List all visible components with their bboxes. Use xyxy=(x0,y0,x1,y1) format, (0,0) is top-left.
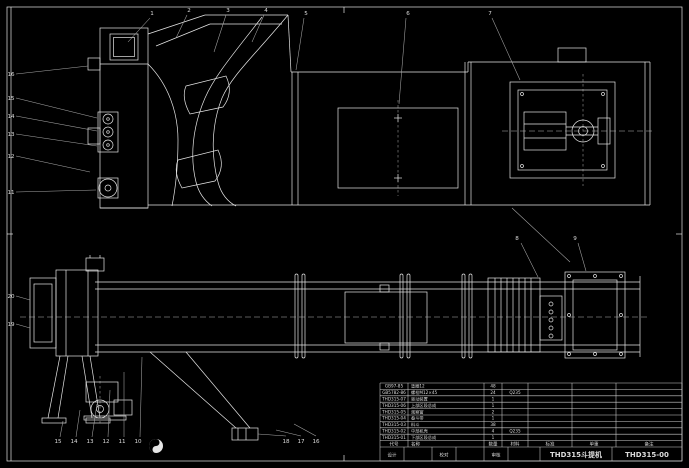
bom-cell: THD315-03 xyxy=(381,422,406,427)
callout-number: 13 xyxy=(86,439,94,445)
discharge-funnel xyxy=(149,351,259,441)
callout-number: 18 xyxy=(282,439,290,445)
bom-header-cell: 名称 xyxy=(411,440,420,447)
section-leader xyxy=(511,207,571,263)
bom-header-cell: 标准 xyxy=(546,440,555,447)
bom-cell: THD315-04 xyxy=(381,416,406,421)
bom-cell: Q235 xyxy=(509,390,521,395)
drawing-title: THD315斗提机 xyxy=(550,450,602,459)
callout-number: 7 xyxy=(488,11,492,17)
top-vent-box xyxy=(557,47,587,63)
bom-cell: 1 xyxy=(492,416,495,421)
top-view xyxy=(87,14,651,263)
callout-number: 10 xyxy=(134,439,142,445)
bom-cell: 2 xyxy=(492,409,495,414)
boot-assembly xyxy=(29,255,133,424)
callout-number: 12 xyxy=(7,154,14,160)
bom-cell: 驱动装置 xyxy=(411,396,428,403)
title-block: 设计 校对 审核 THD315斗提机 THD315-00 xyxy=(388,450,669,459)
bom-header-cell: 备注 xyxy=(645,440,654,447)
bom-cell: 垫圈12 xyxy=(411,383,425,390)
bom-cell: THD315-07 xyxy=(381,397,406,402)
bom-cell: 4 xyxy=(492,429,495,434)
bom-cell: 观察窗 xyxy=(411,408,424,415)
callout-number: 12 xyxy=(102,439,109,445)
callout-number: 2 xyxy=(187,8,191,14)
bottom-view-centerlines xyxy=(20,316,650,424)
bom-cell: 畚斗带 xyxy=(411,415,424,422)
callout-number: 11 xyxy=(7,190,15,196)
bom-table xyxy=(379,382,683,462)
border-frame xyxy=(6,6,683,462)
bom-cell: THD315-05 xyxy=(381,409,406,414)
bom-cell: GB5782-86 xyxy=(382,390,406,395)
logo-swirl xyxy=(149,439,163,453)
designer-label: 设计 xyxy=(388,452,397,459)
bucket-profile xyxy=(175,149,222,189)
bom-header-cell: 数量 xyxy=(489,440,498,447)
callout-number: 3 xyxy=(226,8,230,14)
bom-cell: THD315-01 xyxy=(381,435,406,440)
bom-cell: 1 xyxy=(492,397,495,402)
discharge-chute xyxy=(147,14,292,207)
callout-number: 9 xyxy=(573,236,577,242)
callout-number: 11 xyxy=(118,439,126,445)
callout-number: 16 xyxy=(312,439,320,445)
callout-number: 15 xyxy=(7,96,15,102)
callout-numbers: 1 2 3 4 5 6 7 16 15 14 13 12 11 20 19 15… xyxy=(7,8,577,445)
callout-number: 5 xyxy=(304,11,308,17)
bom-cell: THD315-02 xyxy=(381,429,406,434)
trough xyxy=(95,273,641,359)
drive-unit xyxy=(509,81,616,179)
callout-number: 14 xyxy=(7,114,15,120)
callout-leaders xyxy=(15,14,587,438)
callout-number: 17 xyxy=(297,439,305,445)
callout-number: 20 xyxy=(7,294,15,300)
bom-header-cell: 单重 xyxy=(590,440,599,447)
bom-cell: GB97-85 xyxy=(385,384,404,389)
callout-number: 16 xyxy=(7,72,15,78)
auditor-label: 审核 xyxy=(492,452,501,459)
bom-cell: 1 xyxy=(492,435,495,440)
callout-number: 1 xyxy=(150,11,154,17)
drive-assembly-plan xyxy=(487,271,626,359)
drawing-number: THD315-00 xyxy=(625,451,669,459)
inspection-hatch xyxy=(344,291,428,344)
callout-number: 14 xyxy=(70,439,78,445)
bom-cell: 24 xyxy=(490,390,496,395)
bom-cell: 38 xyxy=(490,422,496,427)
bom-cell: 上部区段总成 xyxy=(411,402,436,409)
bom-cell: Q235 xyxy=(509,429,521,434)
bom-header-cell: 代号 xyxy=(390,440,399,447)
bucket-profile xyxy=(183,75,230,115)
callout-number: 15 xyxy=(54,439,62,445)
bom-cell: 料斗 xyxy=(411,421,419,428)
callout-number: 4 xyxy=(264,8,268,14)
bom-cell: 下部区段总成 xyxy=(411,434,436,441)
callout-number: 6 xyxy=(406,11,410,17)
top-view-centerlines xyxy=(397,74,652,196)
elevator-head xyxy=(87,27,149,209)
casing xyxy=(148,47,651,206)
bom-cell: THD315-06 xyxy=(381,403,406,408)
boot-motor xyxy=(85,381,119,403)
callout-number: 19 xyxy=(7,322,15,328)
bom-header-cell: 材料 xyxy=(511,440,520,447)
callout-number: 13 xyxy=(7,132,15,138)
bom-cell: 螺栓M12×45 xyxy=(411,389,437,396)
callout-number: 8 xyxy=(515,236,519,242)
bom-cell: 48 xyxy=(490,384,496,389)
bom-cell: 中部机壳 xyxy=(411,428,429,435)
bom-cell: 1 xyxy=(492,403,495,408)
end-flange xyxy=(564,271,626,359)
checker-label: 校对 xyxy=(440,452,449,459)
bottom-view xyxy=(29,255,641,441)
